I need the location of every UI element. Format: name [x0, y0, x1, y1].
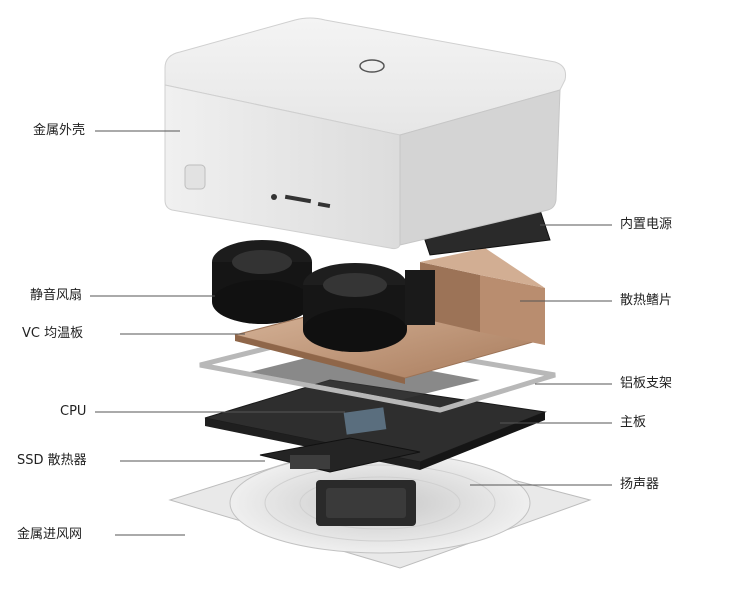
metal-shell-part	[164, 17, 566, 250]
label-cpu: CPU	[60, 404, 87, 419]
label-heatsink-fins: 散热鳍片	[620, 293, 673, 308]
label-ssd-heatsink: SSD 散热器	[17, 453, 87, 468]
label-vc-plate: VC 均温板	[22, 326, 84, 341]
label-speaker: 扬声器	[620, 477, 660, 492]
label-aluminum-bracket: 铝板支架	[620, 376, 673, 391]
label-internal-psu: 内置电源	[620, 217, 673, 232]
leader-lines	[90, 130, 612, 536]
label-metal-shell: 金属外壳	[33, 123, 86, 138]
label-silent-fan: 静音风扇	[30, 288, 83, 303]
metal-intake-mesh-part	[168, 439, 592, 569]
label-motherboard: 主板	[620, 415, 647, 430]
motherboard-part	[204, 379, 547, 473]
label-metal-intake-mesh: 金属进风网	[17, 527, 83, 542]
silent-fan-part	[212, 240, 435, 352]
